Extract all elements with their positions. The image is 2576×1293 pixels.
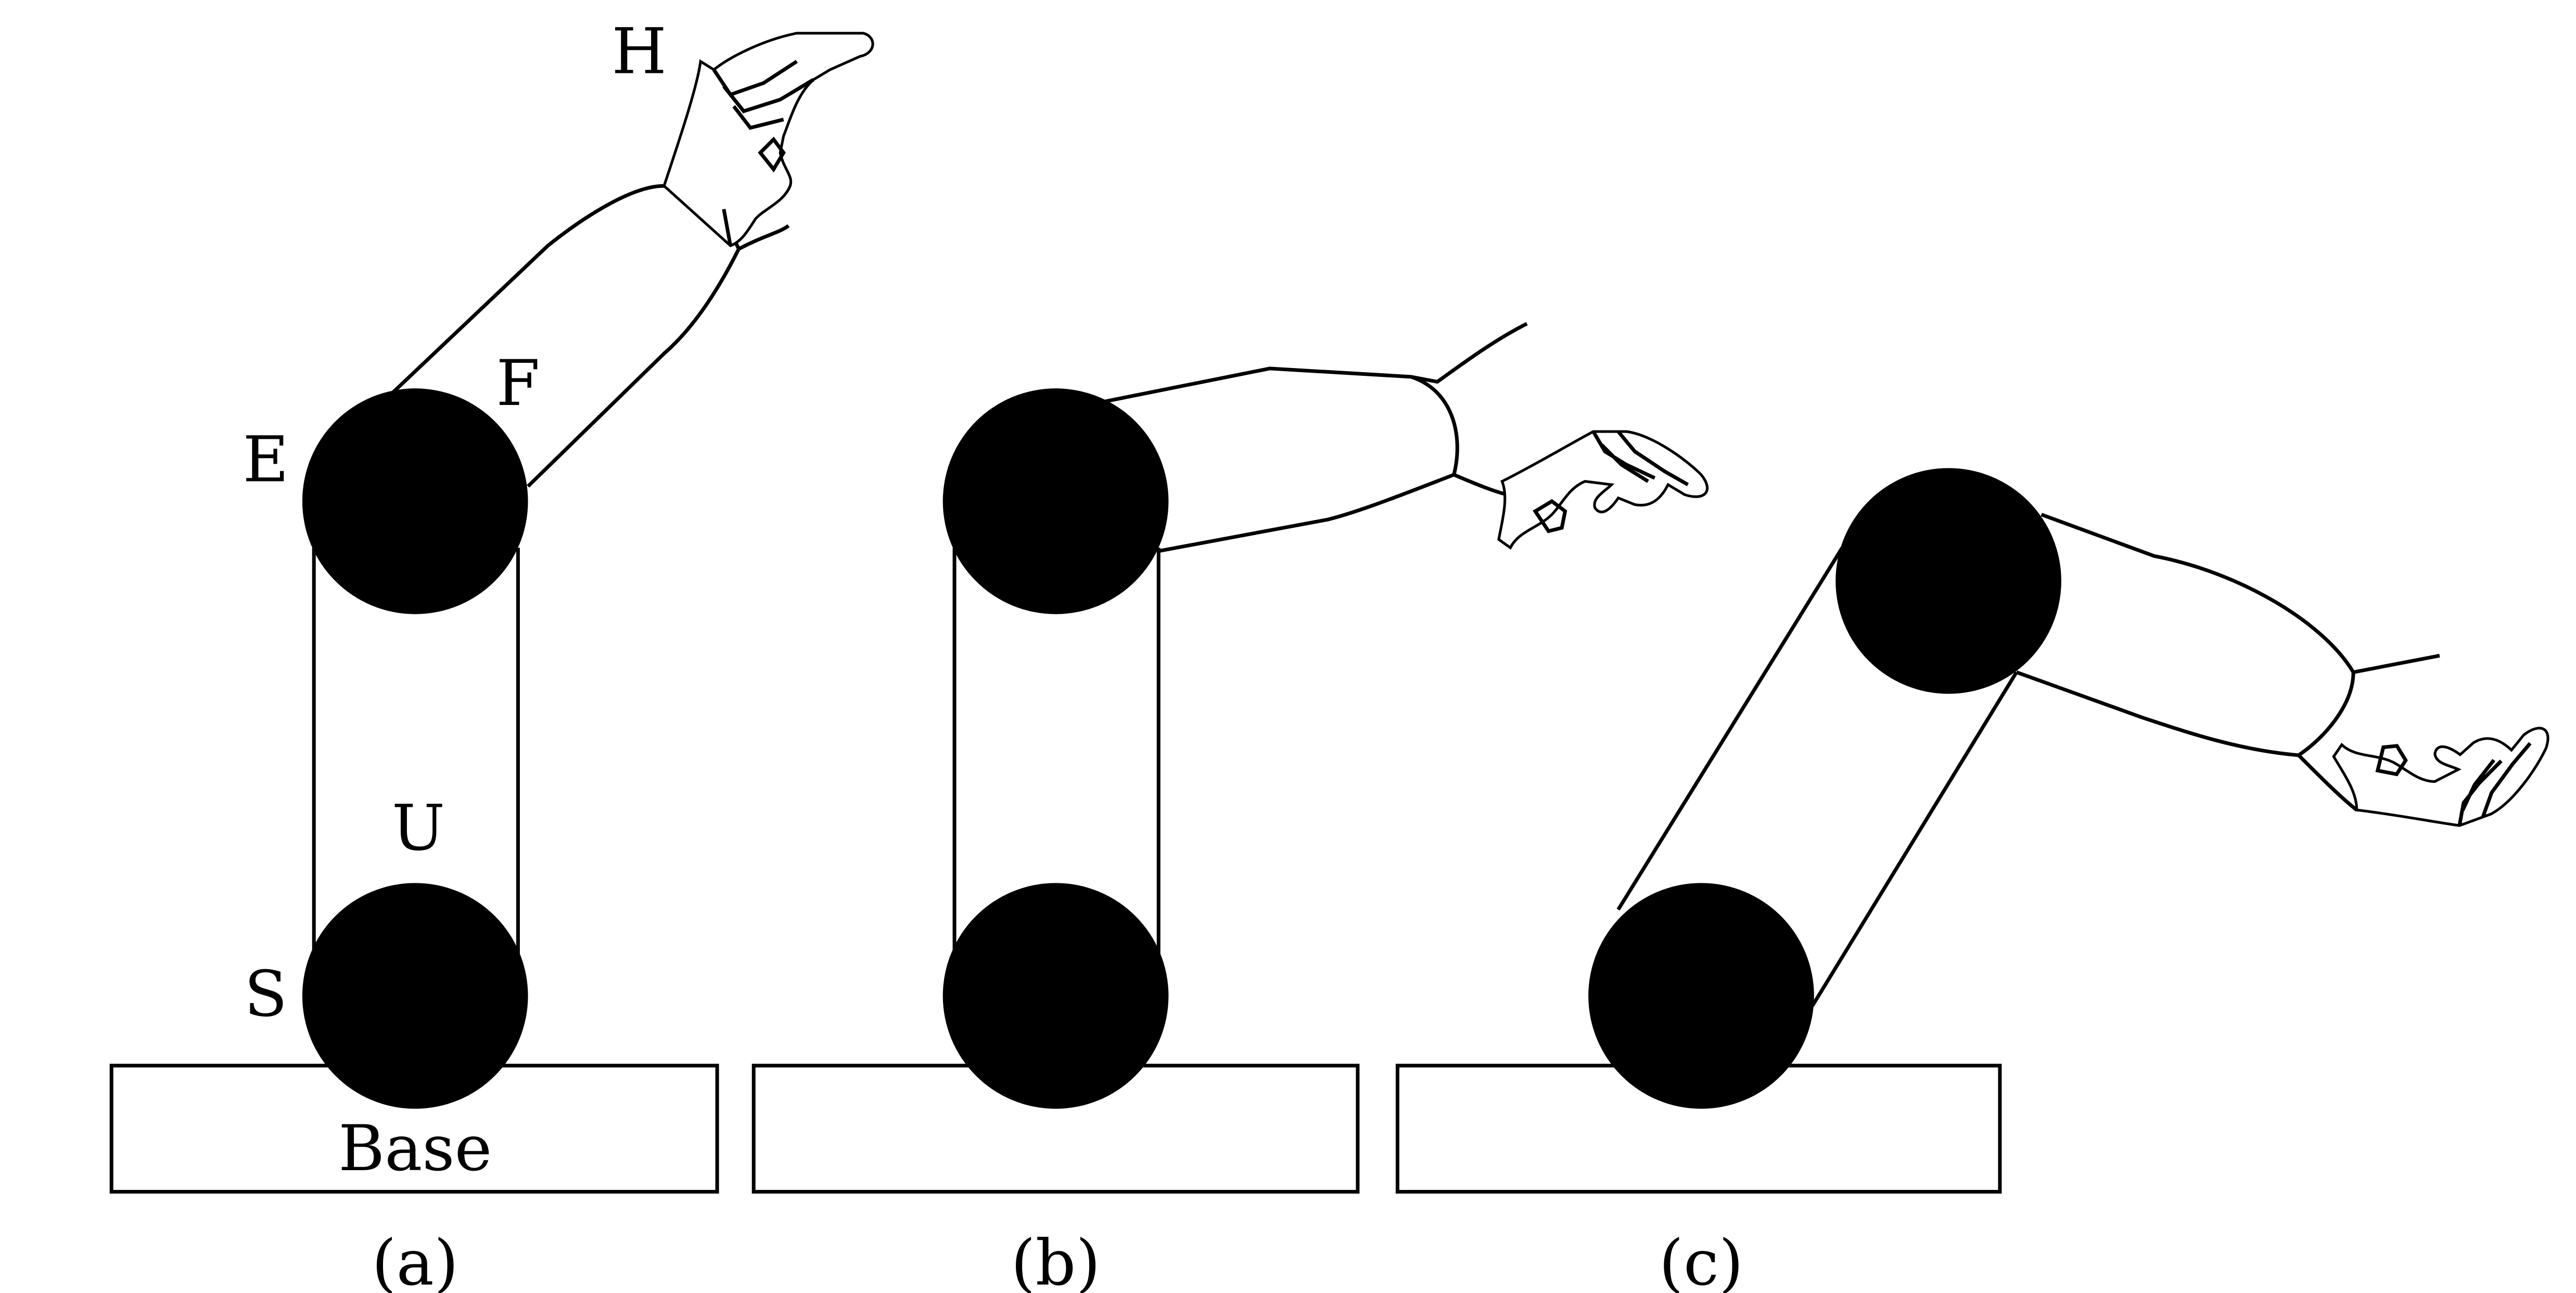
shoulder-joint: [1588, 883, 1814, 1109]
label-U: U: [392, 792, 445, 865]
panel-c: (c): [1395, 468, 2567, 1293]
upper-arm-edge: [1616, 547, 1844, 911]
hand: [2331, 677, 2567, 858]
caption-c: (c): [1659, 1226, 1743, 1293]
wrist: [1410, 322, 1528, 497]
panel-a: H F E U S Base (a): [109, 15, 873, 1293]
shoulder-joint: [302, 883, 528, 1109]
elbow-joint: [942, 388, 1169, 614]
base-label: Base: [338, 1112, 492, 1185]
wrist: [2297, 654, 2440, 812]
upper-arm-edge: [1810, 671, 2018, 1007]
hand: [1499, 432, 1707, 548]
elbow-joint: [1835, 468, 2061, 694]
caption-a: (a): [372, 1226, 458, 1293]
hand: [664, 33, 873, 246]
shoulder-joint: [942, 883, 1169, 1109]
caption-b: (b): [1011, 1226, 1101, 1293]
wrist: [737, 224, 790, 251]
panel-b: (b): [751, 322, 1707, 1293]
elbow-joint: [302, 388, 528, 614]
label-H: H: [611, 15, 667, 88]
label-S: S: [244, 957, 287, 1031]
forearm: [2016, 513, 2355, 757]
label-E: E: [243, 423, 289, 497]
label-F: F: [496, 347, 540, 420]
